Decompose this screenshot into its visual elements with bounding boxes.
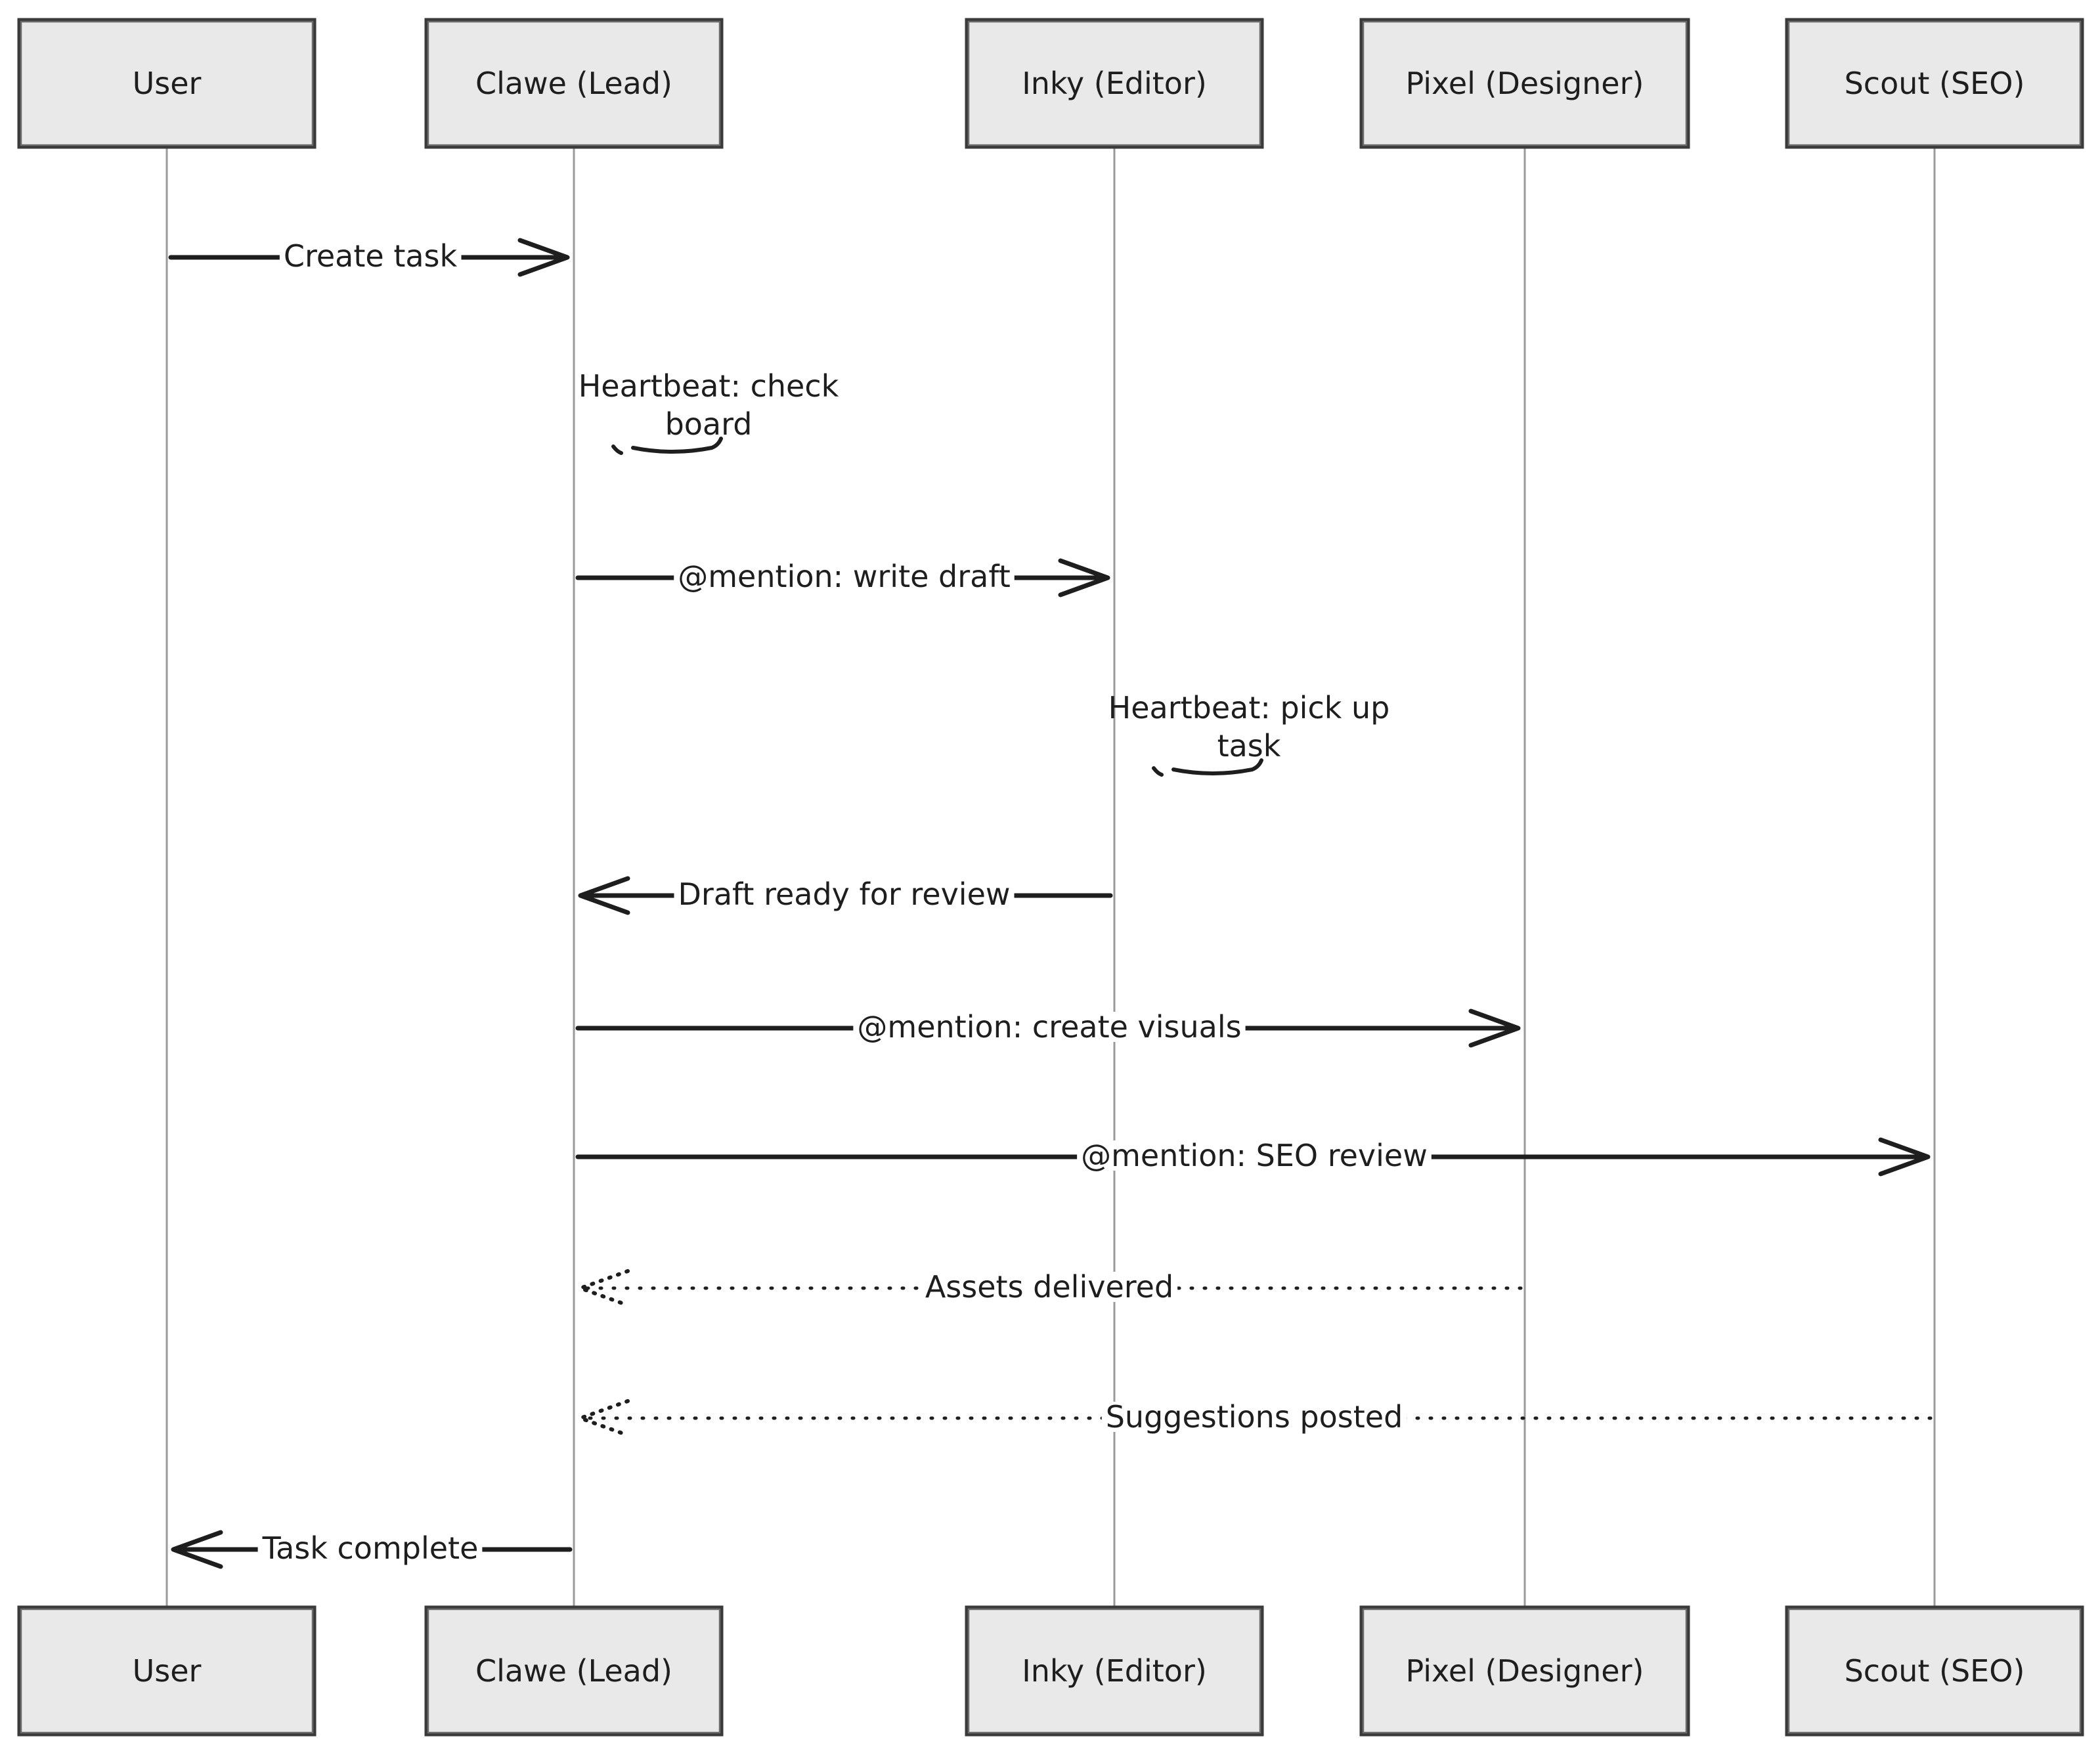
- actor-box-outline: [1787, 1608, 2082, 1734]
- actor-box: [424, 1605, 724, 1737]
- actor-box: [965, 18, 1264, 149]
- message-label: Suggestions posted: [1106, 1399, 1403, 1435]
- message-label: board: [665, 406, 753, 442]
- actor-scout-bottom: Scout (SEO): [1785, 1605, 2084, 1737]
- actor-label: Clawe (Lead): [475, 66, 672, 101]
- actor-pixel-bottom: Pixel (Designer): [1359, 1605, 1690, 1737]
- actor-label: Inky (Editor): [1022, 1653, 1207, 1689]
- actor-label: Pixel (Designer): [1406, 66, 1644, 101]
- actor-box-outline: [1362, 1608, 1688, 1734]
- message-1: Create task: [168, 238, 570, 277]
- message-label-bg: [853, 1012, 1246, 1042]
- actor-box-outline: [20, 20, 314, 146]
- message-label: Create task: [284, 238, 458, 274]
- message-label-bg: [279, 241, 462, 271]
- actor-label: Scout (SEO): [1845, 1653, 2025, 1689]
- message-label-bg: [1101, 1402, 1407, 1432]
- message-7: @mention: SEO review: [575, 1137, 1931, 1177]
- actor-pixel-top: Pixel (Designer): [1359, 18, 1690, 149]
- actor-label: Scout (SEO): [1845, 66, 2025, 101]
- actor-inky-top: Inky (Editor): [965, 18, 1264, 149]
- message-label-bg: [1077, 1140, 1432, 1171]
- actor-box-outline: [967, 20, 1261, 146]
- message-label: @mention: write draft: [678, 559, 1011, 594]
- arrowhead: [579, 1399, 630, 1437]
- message-label: Draft ready for review: [678, 876, 1011, 912]
- actor-user-top: User: [17, 18, 317, 149]
- arrowhead: [171, 1530, 223, 1569]
- actor-box-outline: [427, 20, 721, 146]
- message-6: @mention: create visuals: [575, 1008, 1521, 1048]
- message-label-bg: [674, 879, 1015, 909]
- message-label-bg: [921, 1272, 1178, 1302]
- actor-box-outline: [1787, 20, 2082, 146]
- message-label: Heartbeat: pick up: [1108, 690, 1390, 725]
- actor-scout-top: Scout (SEO): [1785, 18, 2084, 149]
- actor-box: [424, 18, 724, 149]
- message-label: @mention: create visuals: [857, 1009, 1241, 1045]
- actor-box: [1359, 1605, 1690, 1737]
- actor-box-outline: [1362, 20, 1688, 146]
- message-5: Draft ready for review: [578, 876, 1113, 915]
- lifelines: [165, 147, 1936, 1607]
- arrowhead: [579, 1269, 630, 1307]
- actor-box: [1785, 1605, 2084, 1737]
- actor-box: [1785, 18, 2084, 149]
- message-label-bg: [257, 1533, 483, 1563]
- message-8: Assets delivered: [579, 1269, 1523, 1307]
- self-loop-curve: [1152, 758, 1263, 777]
- actor-label: Pixel (Designer): [1406, 1653, 1644, 1689]
- actor-box-outline: [20, 1608, 314, 1734]
- message-9: Suggestions posted: [579, 1399, 1933, 1437]
- message-10: Task complete: [171, 1530, 573, 1569]
- actor-box: [17, 1605, 317, 1737]
- actor-box-outline: [967, 1608, 1261, 1734]
- message-label: Heartbeat: check: [579, 368, 839, 404]
- arrowhead: [1878, 1137, 1931, 1177]
- message-label-bg: [674, 561, 1015, 592]
- actor-box-outline: [427, 1608, 721, 1734]
- actor-box: [1359, 18, 1690, 149]
- actor-box: [17, 18, 317, 149]
- message-3: @mention: write draft: [575, 558, 1110, 597]
- actor-user-bottom: User: [17, 1605, 317, 1737]
- arrowhead: [517, 238, 570, 277]
- arrowhead: [1468, 1008, 1521, 1048]
- self-loop-curve: [611, 437, 723, 455]
- actor-box: [965, 1605, 1264, 1737]
- actor-label: Inky (Editor): [1022, 66, 1207, 101]
- actor-clawe-bottom: Clawe (Lead): [424, 1605, 724, 1737]
- actor-label: User: [133, 66, 202, 101]
- message-label: task: [1217, 728, 1281, 764]
- message-label: Assets delivered: [925, 1269, 1173, 1305]
- actor-clawe-top: Clawe (Lead): [424, 18, 724, 149]
- message-label: Task complete: [262, 1530, 479, 1566]
- arrowhead: [1058, 558, 1110, 597]
- message-label: @mention: SEO review: [1081, 1138, 1428, 1173]
- actor-label: User: [133, 1653, 202, 1689]
- actor-inky-bottom: Inky (Editor): [965, 1605, 1264, 1737]
- actor-label: Clawe (Lead): [475, 1653, 672, 1689]
- arrowhead: [578, 876, 630, 915]
